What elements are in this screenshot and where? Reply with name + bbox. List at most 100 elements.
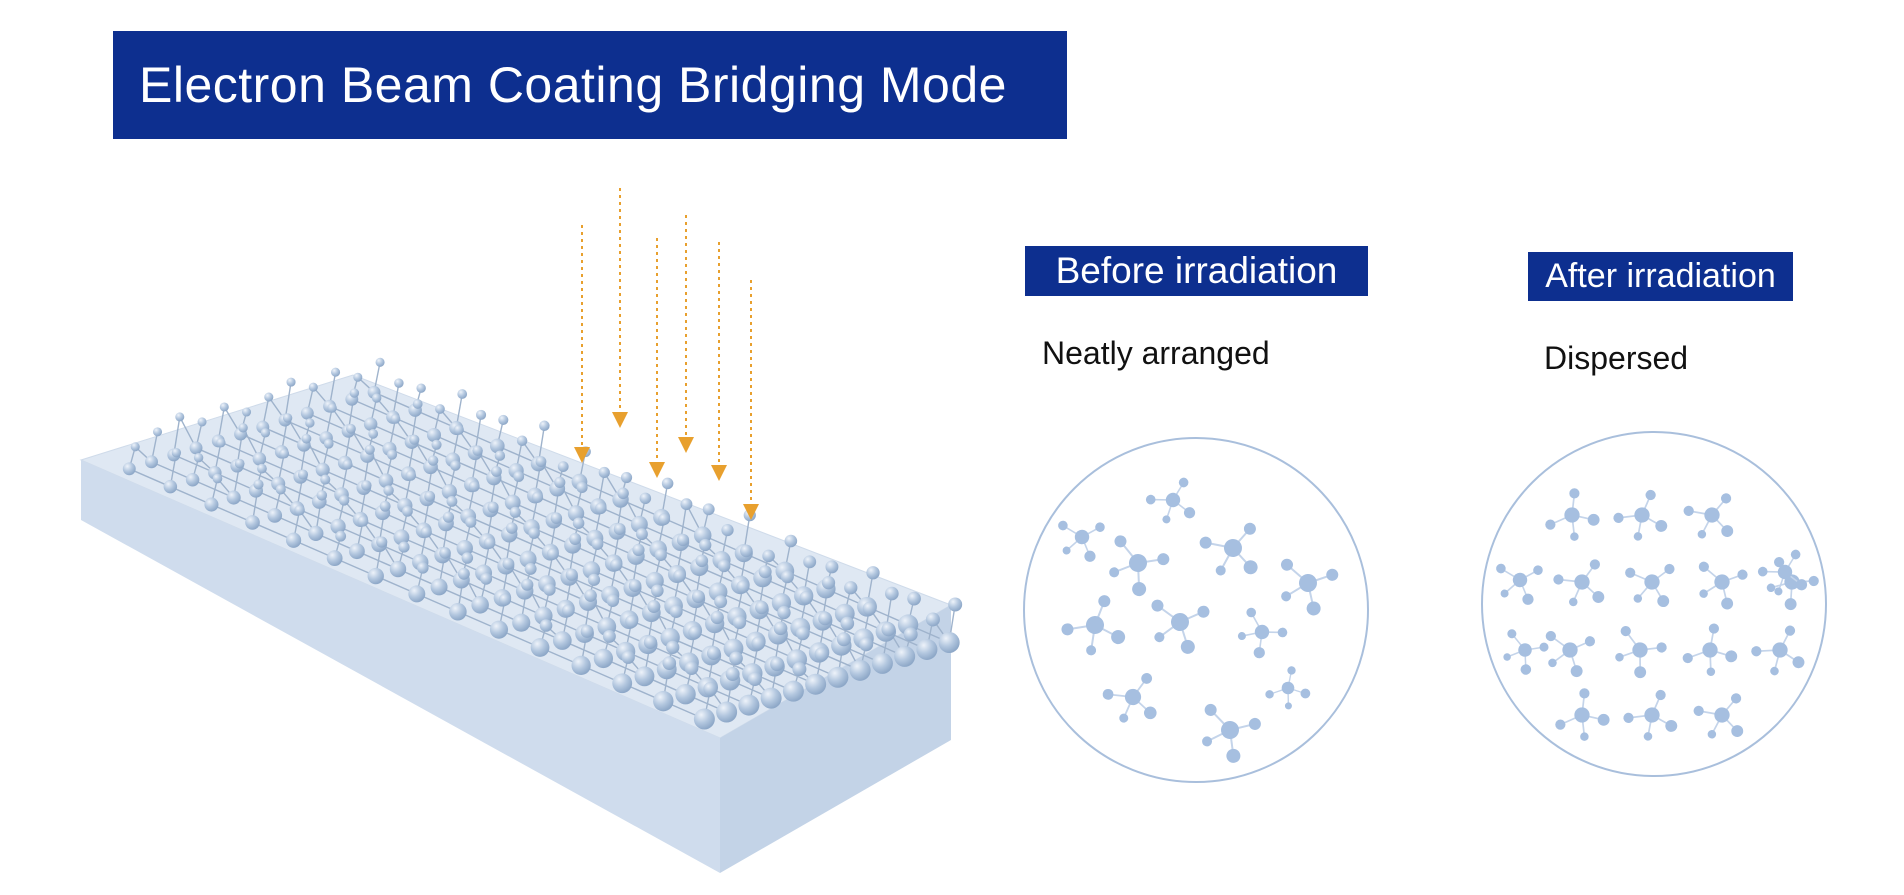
molecule-core <box>1574 574 1590 590</box>
diagram-title: Electron Beam Coating Bridging Mode <box>113 31 1067 139</box>
molecule-atom <box>1708 623 1720 634</box>
lattice-atom <box>773 621 788 636</box>
molecule-atom <box>1503 653 1511 661</box>
lattice-atom <box>431 439 442 450</box>
lattice-bond <box>195 447 238 467</box>
lattice-atom <box>821 576 836 590</box>
lattice-atom <box>684 661 699 675</box>
molecule-atom <box>1784 598 1797 611</box>
lattice-atom <box>461 552 474 564</box>
lattice-atom <box>368 428 379 439</box>
lattice-atom <box>260 428 271 438</box>
lattice-atom <box>938 632 960 653</box>
molecule-cluster <box>1496 563 1543 605</box>
lattice-atom <box>430 578 448 596</box>
lattice-atom <box>316 490 328 501</box>
lattice-atom <box>751 636 766 651</box>
lattice-atom <box>747 672 762 687</box>
molecule-atom <box>1731 725 1744 738</box>
lattice-bond <box>262 426 305 446</box>
molecule-atom <box>1655 519 1668 532</box>
lattice-atom <box>327 403 337 413</box>
lattice-atom <box>714 595 728 609</box>
lattice-atom <box>903 627 918 642</box>
lattice-atom <box>122 462 136 476</box>
lattice-atom <box>805 673 827 695</box>
lattice-atom <box>361 480 372 491</box>
lattice-atom <box>894 645 916 667</box>
molecule-core <box>1281 681 1295 695</box>
molecule-atom <box>1248 717 1261 730</box>
molecule-atom <box>1625 567 1636 578</box>
molecule-core <box>1714 574 1730 590</box>
lattice-atom <box>512 613 531 632</box>
lattice-atom <box>825 560 839 574</box>
lattice-atom <box>439 547 451 559</box>
molecule-atom <box>1645 489 1656 501</box>
lattice-atom <box>393 529 410 546</box>
lattice-atom <box>417 562 429 574</box>
molecule-atom <box>1243 560 1258 575</box>
lattice-atom <box>584 589 597 602</box>
molecule-atom <box>1132 582 1147 597</box>
molecule-atom <box>1226 748 1241 763</box>
lattice-atom <box>145 455 158 469</box>
lattice-bond <box>307 412 349 432</box>
molecule-atom <box>1500 589 1509 598</box>
molecule-atom <box>1119 713 1129 723</box>
lattice-atom <box>346 423 356 434</box>
molecule-core <box>1632 642 1648 658</box>
molecule-atom <box>1199 536 1212 549</box>
molecule-atom <box>1202 736 1213 747</box>
lattice-atom <box>441 483 457 500</box>
lattice-bond <box>233 496 276 517</box>
molecule-atom <box>1084 550 1096 562</box>
molecule-core <box>1634 507 1650 523</box>
lattice-atom <box>792 662 807 677</box>
molecule-core <box>1086 616 1104 634</box>
lattice-atom <box>457 567 470 580</box>
lattice-atom <box>353 372 363 382</box>
lattice-bond <box>192 479 234 499</box>
lattice-atom <box>550 512 563 524</box>
molecule-core <box>1518 643 1532 657</box>
lattice-atom <box>725 667 740 682</box>
molecule-atom <box>1633 532 1643 541</box>
molecule-core <box>1644 707 1660 723</box>
lattice-atom <box>628 579 642 592</box>
lattice-atom <box>844 581 858 595</box>
lattice-atom <box>654 548 667 562</box>
lattice-atom <box>279 448 290 459</box>
lattice-atom <box>363 417 378 431</box>
lattice-atom <box>427 455 439 466</box>
lattice-atom <box>576 481 588 494</box>
molecule-atom <box>1095 522 1105 532</box>
lattice-bond <box>348 430 390 450</box>
molecule-atom <box>1507 629 1517 639</box>
lattice-atom <box>509 506 521 518</box>
lattice-atom <box>569 533 582 545</box>
molecule-atom <box>1243 522 1256 535</box>
lattice-atom <box>386 449 398 460</box>
molecule-atom <box>1114 535 1127 548</box>
molecule-cluster <box>1613 489 1668 541</box>
lattice-bond <box>255 489 298 510</box>
lattice-atom <box>516 435 528 446</box>
lattice-atom <box>620 471 633 484</box>
molecule-cluster <box>1280 558 1339 616</box>
molecule-atom <box>1533 565 1543 575</box>
lattice-atom <box>308 525 324 541</box>
molecule-atom <box>1570 532 1579 541</box>
lattice-atom <box>736 580 750 594</box>
lattice-atom <box>371 393 382 403</box>
molecule-atom <box>1570 665 1583 678</box>
lattice-atom <box>285 532 302 548</box>
lattice-atom <box>859 637 874 652</box>
lattice-atom <box>695 554 709 568</box>
molecule-atom <box>1237 632 1246 641</box>
lattice-atom <box>673 569 686 583</box>
lattice-atom <box>286 377 296 387</box>
molecule-atom <box>1795 579 1808 591</box>
lattice-atom <box>502 557 515 570</box>
